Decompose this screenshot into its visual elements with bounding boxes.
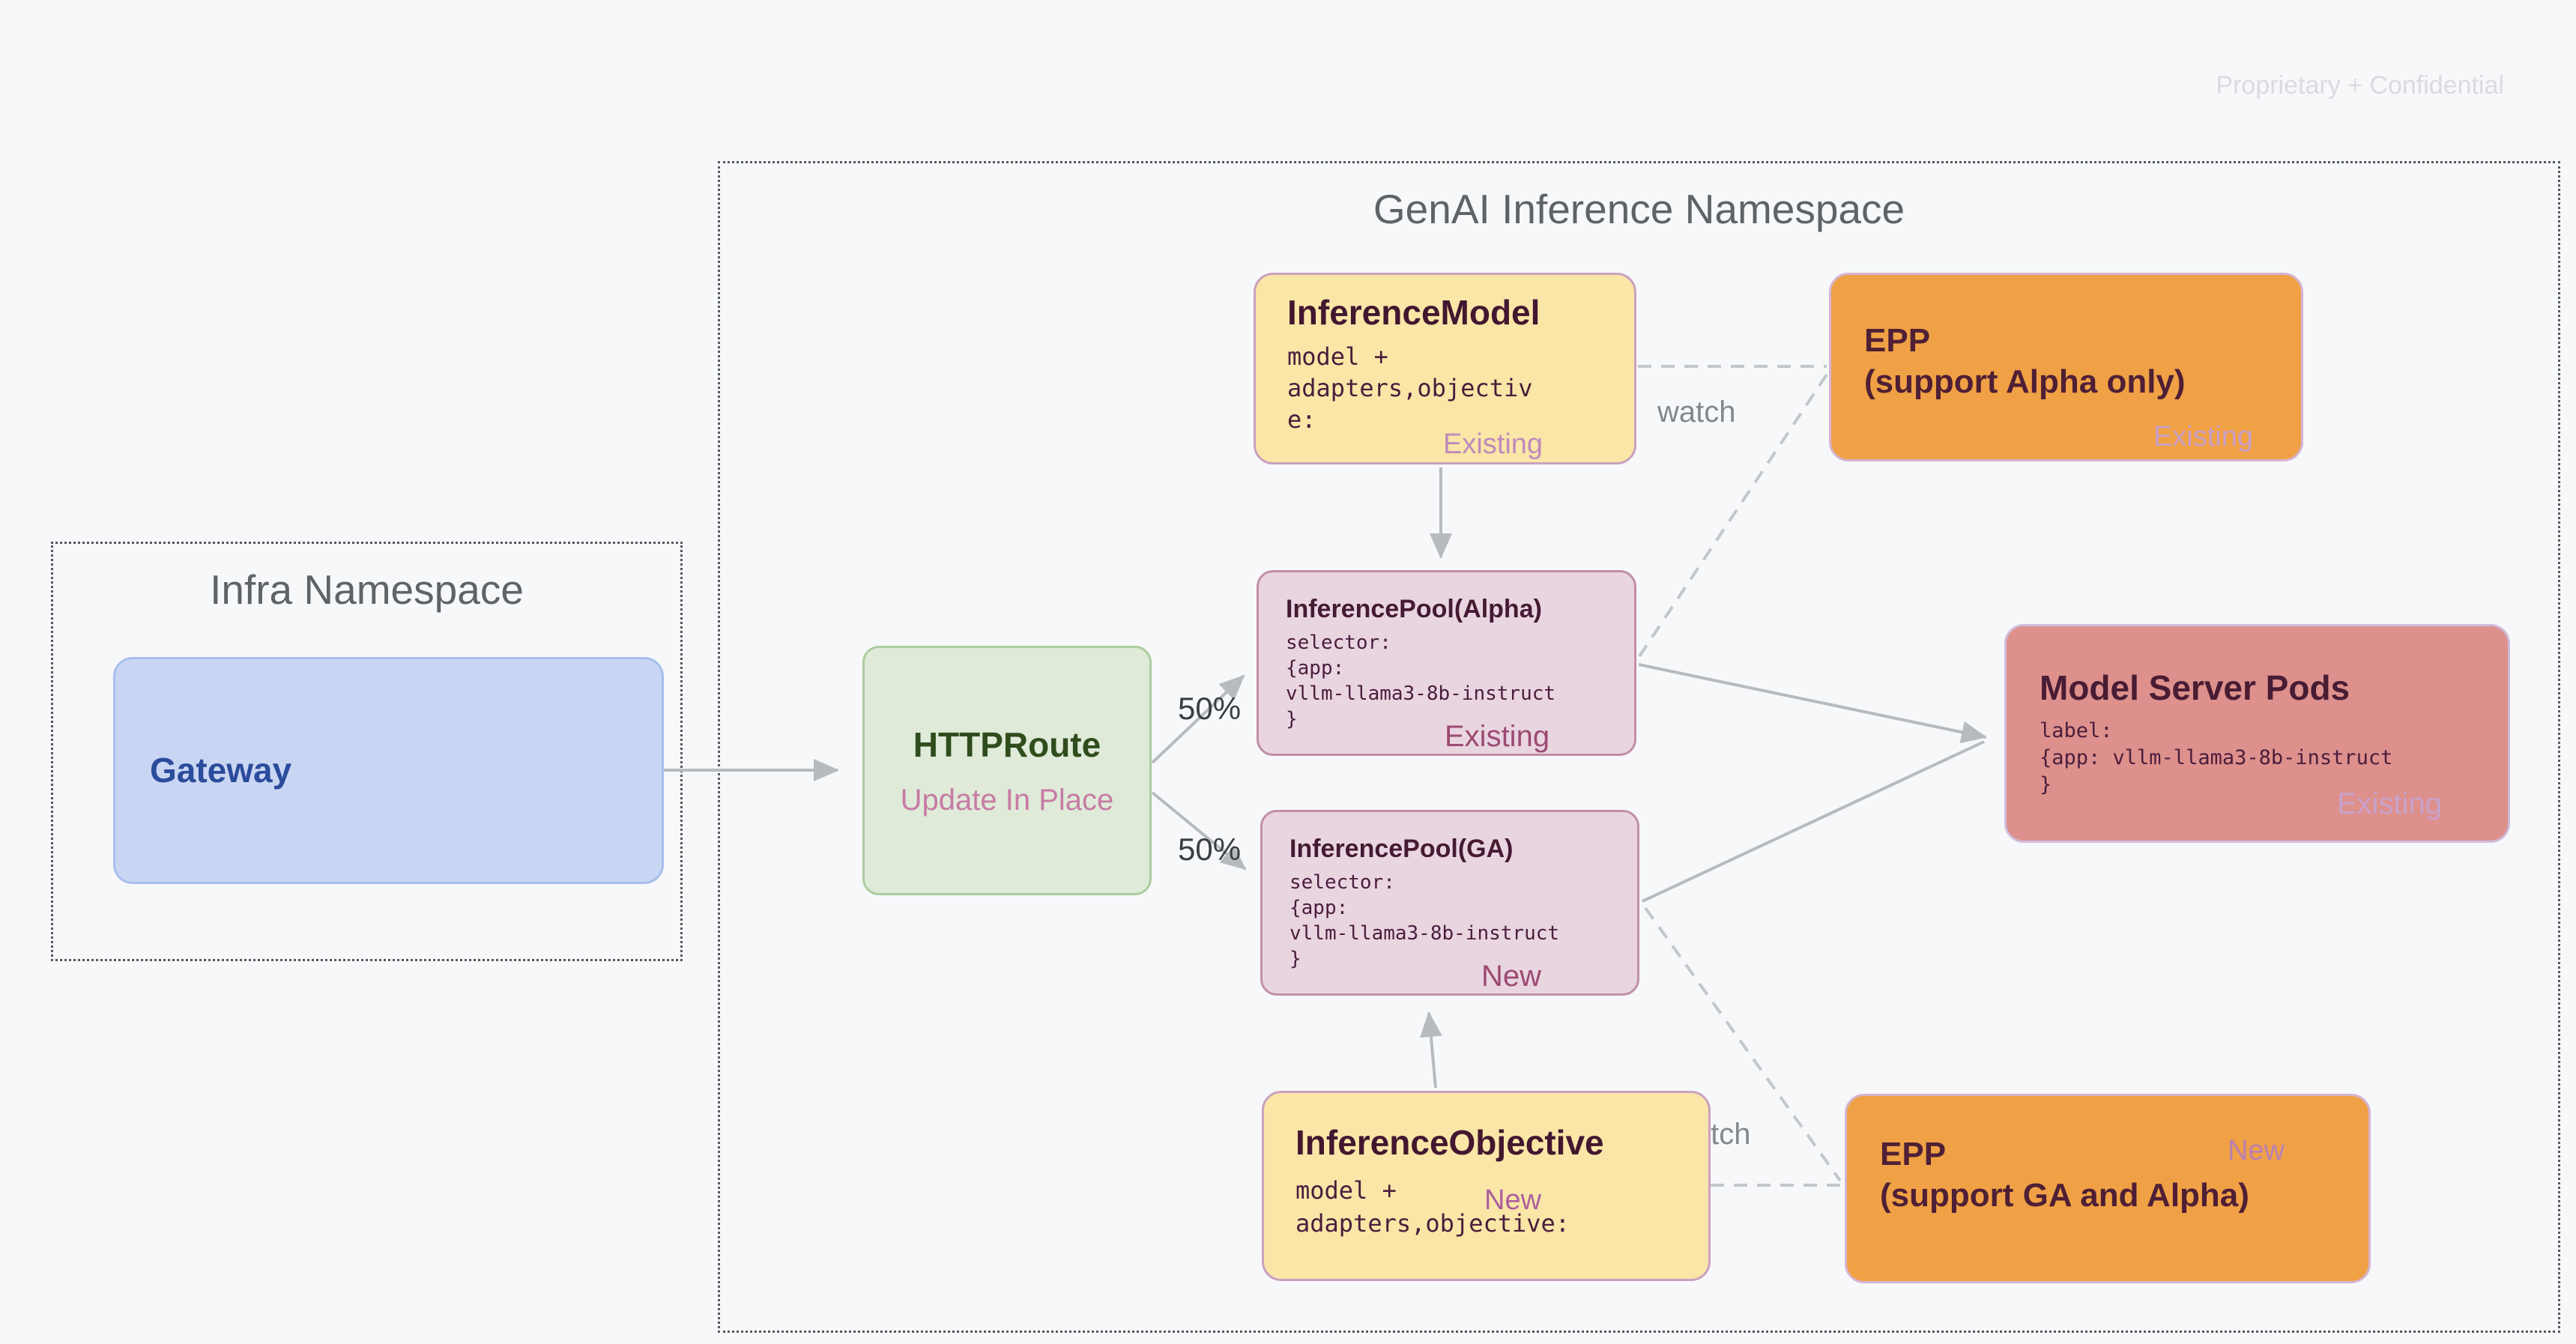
inference-pool-alpha-title: InferencePool(Alpha): [1286, 595, 1542, 623]
watch-top-label: watch: [1657, 396, 1736, 429]
inference-objective-node: InferenceObjective model + adapters,obje…: [1262, 1091, 1711, 1281]
epp-ga-node: EPP (support GA and Alpha) New: [1845, 1094, 2371, 1283]
inference-pool-ga-status-badge: New: [1481, 960, 1542, 993]
traffic-split-bottom-label: 50%: [1178, 832, 1242, 867]
epp-ga-status-badge: New: [2227, 1135, 2285, 1166]
httproute-node: HTTPRoute Update In Place: [862, 646, 1152, 895]
inference-model-node: InferenceModel model + adapters,objectiv…: [1254, 273, 1636, 464]
infra-namespace-title: Infra Namespace: [210, 566, 524, 613]
inference-objective-spec: model + adapters,objective:: [1295, 1175, 1570, 1238]
confidential-watermark: Proprietary + Confidential: [2216, 71, 2504, 100]
inference-pool-alpha-selector: selector: {app: vllm-llama3-8b-instruct …: [1286, 631, 1556, 731]
model-server-pods-title: Model Server Pods: [2040, 668, 2350, 707]
inference-pool-ga-node: InferencePool(GA) selector: {app: vllm-l…: [1260, 810, 1639, 996]
gateway-title: Gateway: [150, 750, 292, 790]
httproute-subtitle: Update In Place: [900, 783, 1114, 817]
model-server-pods-status-badge: Existing: [2336, 787, 2442, 820]
inference-pool-alpha-node: InferencePool(Alpha) selector: {app: vll…: [1257, 570, 1636, 756]
traffic-split-top-label: 50%: [1178, 691, 1242, 726]
model-server-pods-label: label: {app: vllm-llama3-8b-instruct }: [2040, 718, 2393, 797]
epp-alpha-title: EPP (support Alpha only): [1864, 322, 2186, 400]
inference-pool-alpha-status-badge: Existing: [1445, 720, 1550, 753]
epp-alpha-node: EPP (support Alpha only) Existing: [1829, 273, 2303, 461]
inference-pool-ga-title: InferencePool(GA): [1289, 835, 1514, 863]
inference-objective-title: InferenceObjective: [1295, 1123, 1604, 1162]
epp-alpha-status-badge: Existing: [2153, 421, 2253, 452]
infra-namespace-box: Infra Namespace: [51, 542, 683, 961]
genai-namespace-title: GenAI Inference Namespace: [1373, 186, 1905, 232]
httproute-title: HTTPRoute: [913, 725, 1101, 765]
gateway-node: Gateway: [113, 657, 664, 884]
inference-model-title: InferenceModel: [1287, 293, 1541, 332]
epp-ga-title: EPP (support GA and Alpha): [1880, 1136, 2249, 1214]
model-server-pods-node: Model Server Pods label: {app: vllm-llam…: [2004, 624, 2510, 843]
inference-model-status-badge: Existing: [1443, 429, 1544, 460]
inference-pool-ga-selector: selector: {app: vllm-llama3-8b-instruct …: [1289, 871, 1560, 971]
inference-objective-status-badge: New: [1484, 1184, 1542, 1216]
inference-model-spec: model + adapters,objectiv e:: [1287, 342, 1533, 434]
genai-namespace-box: GenAI Inference Namespace: [718, 161, 2560, 1333]
